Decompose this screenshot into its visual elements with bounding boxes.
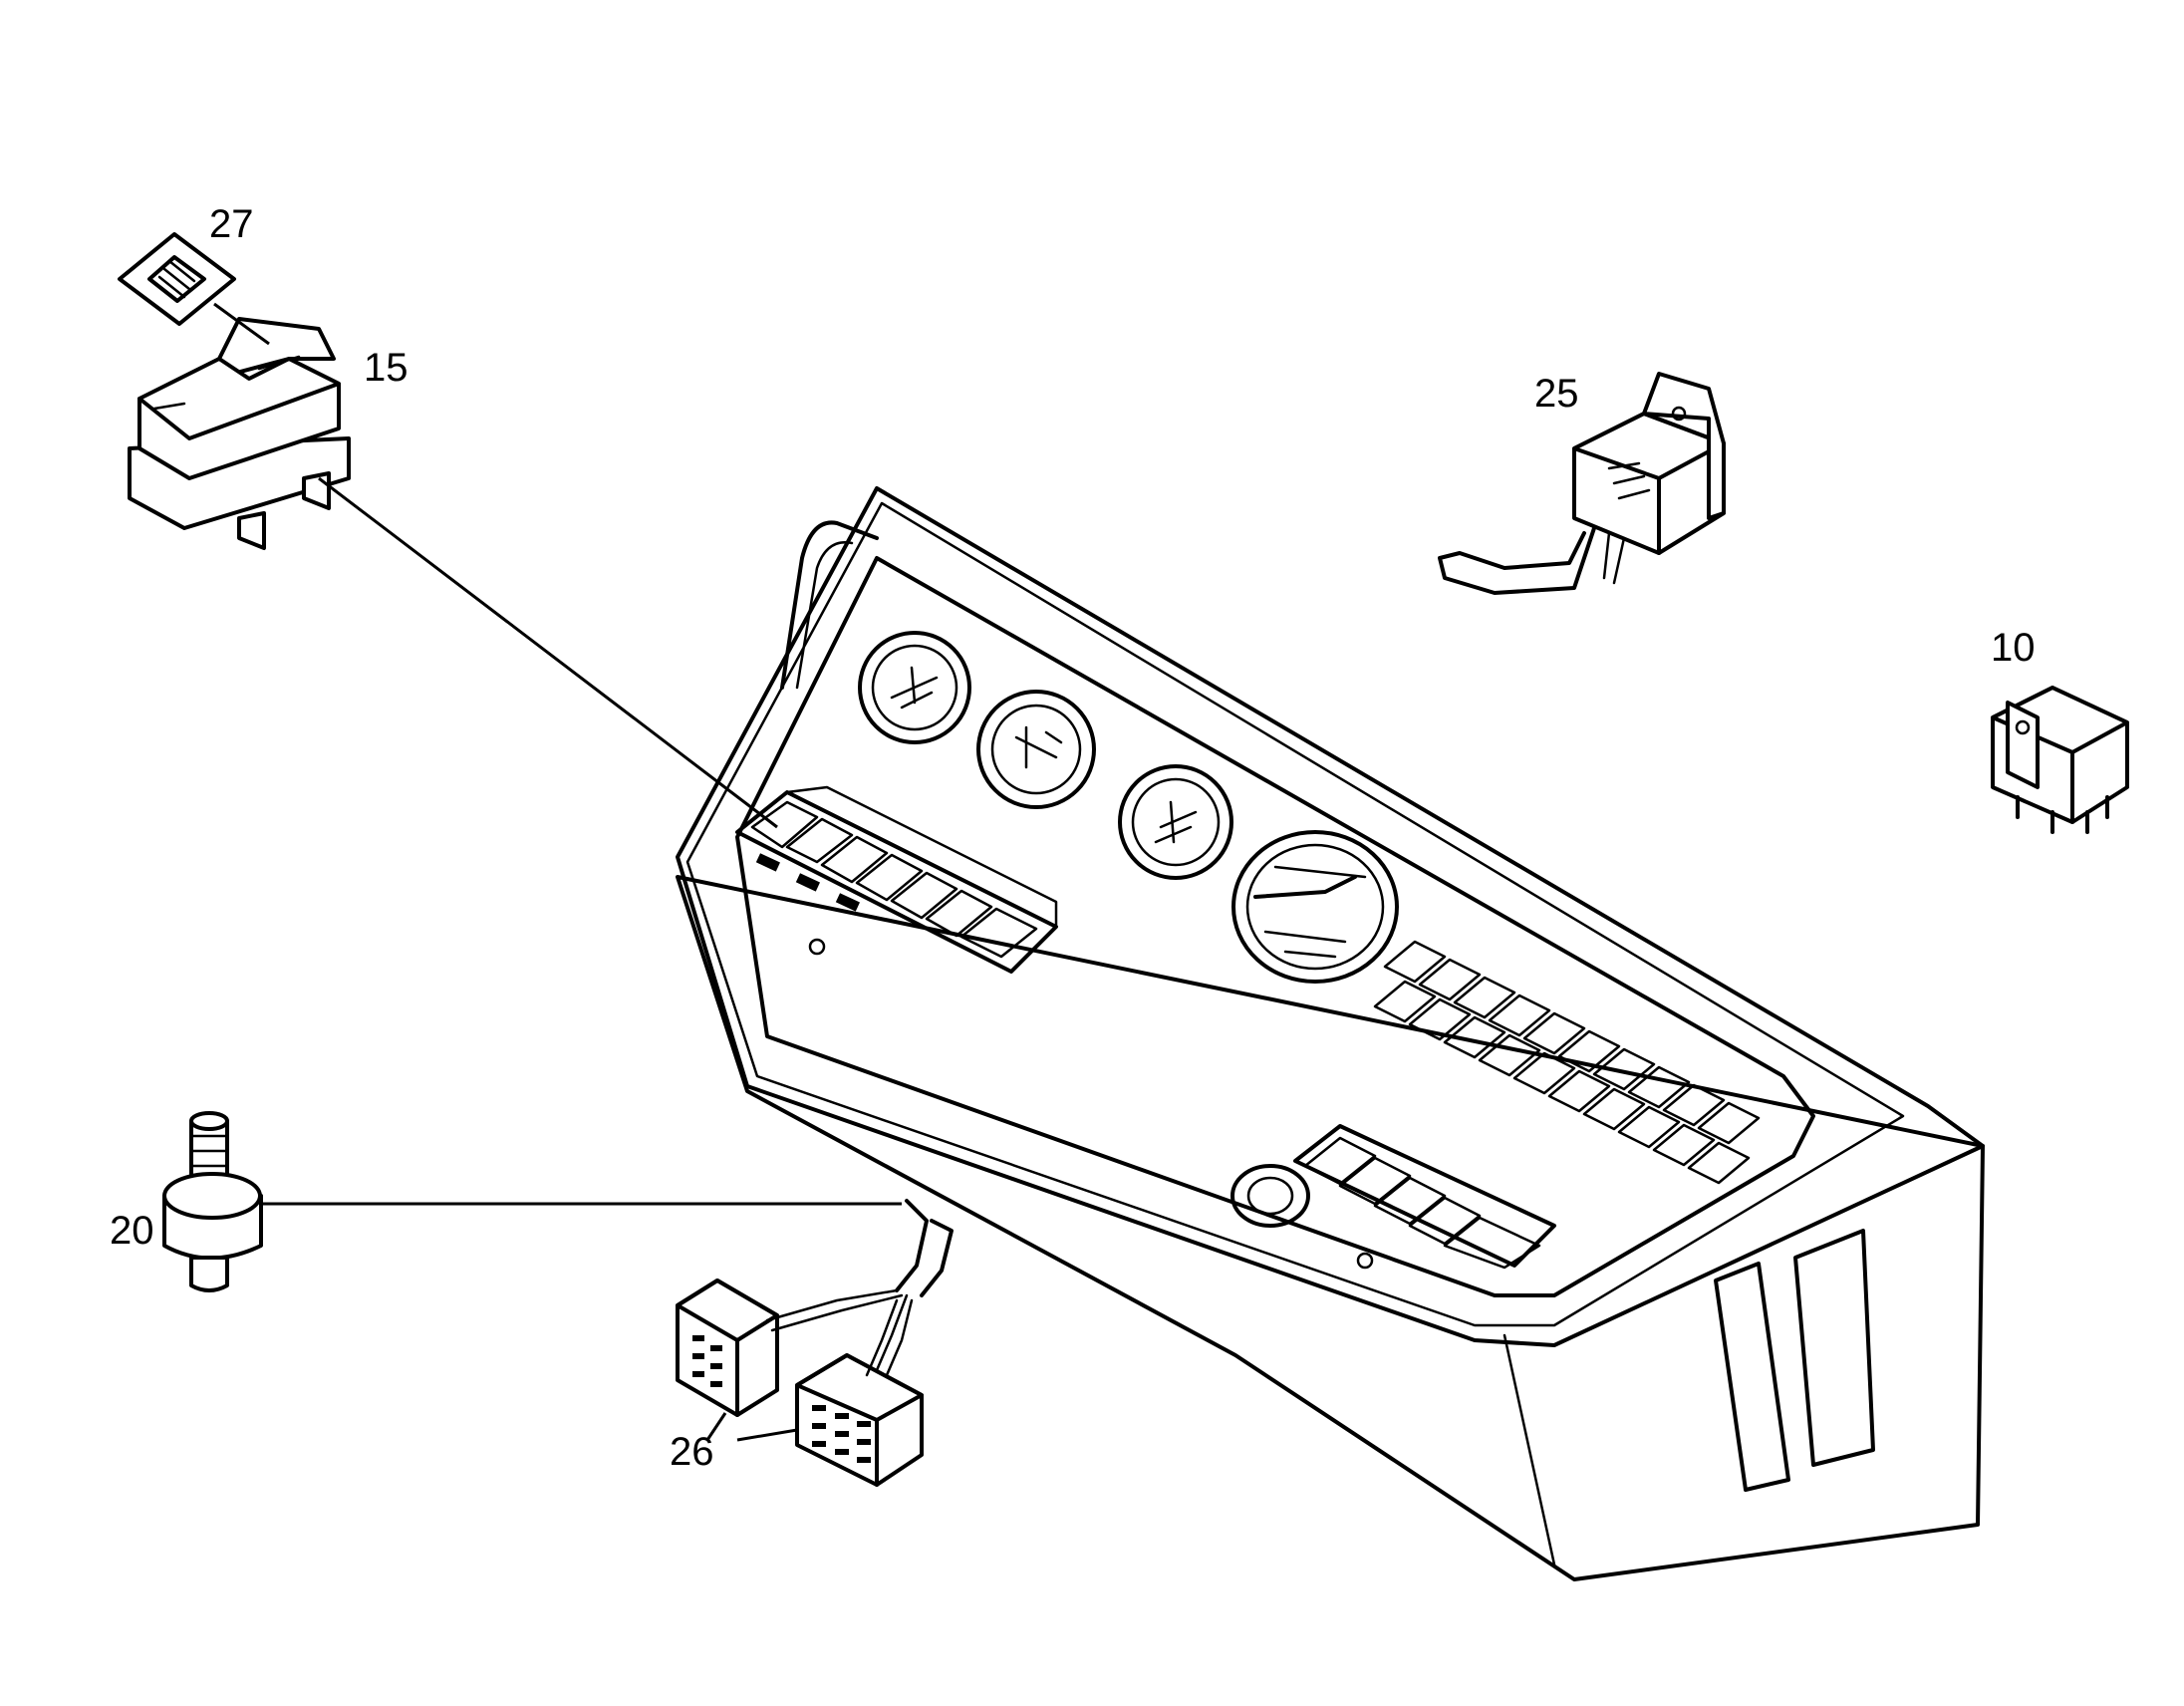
callout-15: 15 — [364, 346, 409, 390]
gauge-2 — [976, 690, 1096, 809]
right-switch-grid — [1373, 940, 1761, 1185]
part-15-rocker-switch: 15 — [128, 317, 409, 550]
callout-20: 20 — [110, 1209, 154, 1253]
left-switch-bank — [735, 785, 1058, 974]
speedometer-gauge — [1231, 830, 1399, 984]
callout-10: 10 — [1991, 626, 2036, 670]
part-27-label-decal: 27 — [118, 202, 270, 346]
part-26-connectors: 26 — [670, 1279, 924, 1487]
lower-switch-bank — [1293, 1124, 1556, 1270]
part-20-pressure-sensor: 20 — [110, 1111, 902, 1292]
gauge-3 — [1118, 764, 1233, 880]
instrument-panel — [676, 486, 1985, 1581]
leader-15 — [318, 476, 778, 829]
callout-26: 26 — [670, 1430, 714, 1474]
ignition-switch — [1230, 1164, 1310, 1228]
callout-27: 27 — [209, 202, 254, 246]
part-25-relay: 25 — [1438, 372, 1726, 595]
side-vents — [1714, 1229, 1875, 1492]
part-10-relay: 10 — [1991, 626, 2129, 834]
callout-25: 25 — [1534, 372, 1579, 416]
gauge-1 — [858, 631, 971, 744]
